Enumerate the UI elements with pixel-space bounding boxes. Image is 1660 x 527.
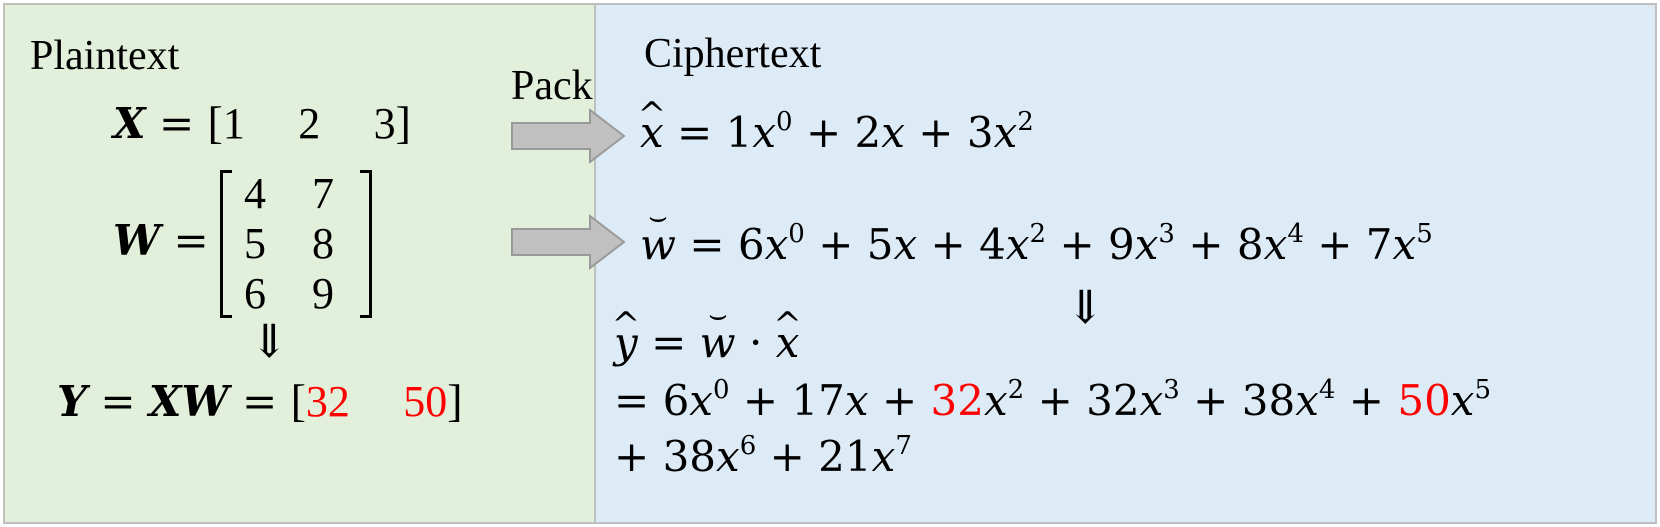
plus-sign: + bbox=[614, 432, 650, 481]
plus-sign: + bbox=[742, 376, 779, 425]
equals-sign: = bbox=[173, 216, 209, 265]
w-hat-polynomial: w = 6x0 + 5x + 4x2 + 9x3 + 8x4 + 7x5 bbox=[640, 221, 1433, 266]
exponent: 6 bbox=[739, 431, 757, 461]
coefficient: 6 bbox=[662, 376, 690, 425]
equals-sign: = bbox=[689, 220, 725, 269]
dot-operator: · bbox=[748, 318, 763, 367]
coefficient: 8 bbox=[1236, 220, 1264, 269]
x-symbol: X bbox=[113, 99, 146, 148]
coefficient: 6 bbox=[737, 220, 765, 269]
x-open-bracket: [ bbox=[207, 97, 223, 148]
y-close-bracket: ] bbox=[447, 375, 463, 426]
w-symbol: W bbox=[113, 216, 161, 265]
coefficient: 38 bbox=[662, 432, 717, 481]
coefficient: 2 bbox=[854, 108, 882, 157]
exponent: 2 bbox=[1007, 375, 1025, 405]
w-label: W = bbox=[113, 220, 209, 262]
matrix-cell: 4 bbox=[244, 169, 266, 218]
matrix-cell: 8 bbox=[312, 219, 334, 268]
xw-product: XW bbox=[148, 377, 229, 426]
plus-sign: + bbox=[769, 432, 805, 481]
exponent: 0 bbox=[788, 219, 805, 249]
coefficient: 4 bbox=[979, 220, 1006, 269]
y-symbol: Y bbox=[57, 377, 87, 426]
plus-sign: + bbox=[1193, 376, 1229, 425]
exponent: 4 bbox=[1318, 375, 1336, 405]
w-hat-symbol: w bbox=[640, 224, 676, 266]
coefficient: 21 bbox=[818, 432, 872, 481]
equals-sign: = bbox=[651, 318, 687, 367]
exponent: 2 bbox=[1017, 107, 1034, 137]
plus-sign: + bbox=[1037, 376, 1073, 425]
plus-sign: + bbox=[805, 108, 842, 157]
highlighted-coefficient: 32 bbox=[930, 376, 984, 425]
y-hat-symbol: y bbox=[614, 322, 638, 364]
exponent: 7 bbox=[895, 431, 912, 461]
result-line-1: = 6x0 + 17x + 32x2 + 32x3 + 38x4 + 50x5 bbox=[614, 375, 1492, 425]
matrix-right-bracket bbox=[360, 170, 372, 318]
equals-sign: = bbox=[677, 108, 713, 157]
plus-sign: + bbox=[930, 220, 966, 269]
exponent: 4 bbox=[1287, 219, 1304, 249]
equals-sign: = bbox=[100, 377, 136, 426]
equals-sign: = bbox=[614, 376, 650, 425]
x-value: 1 bbox=[222, 99, 245, 148]
plaintext-heading: Plaintext bbox=[30, 33, 180, 79]
coefficient: 5 bbox=[866, 220, 894, 269]
matrix-left-bracket bbox=[220, 170, 232, 318]
pack-arrow-icon bbox=[511, 214, 626, 270]
exponent: 0 bbox=[776, 107, 793, 137]
exponent: 3 bbox=[1158, 219, 1175, 249]
x-hat-symbol: x bbox=[640, 112, 664, 154]
ciphertext-panel bbox=[594, 5, 1655, 522]
plus-sign: + bbox=[818, 220, 854, 269]
plus-sign: + bbox=[1059, 220, 1095, 269]
result-line-2: + 38x6 + 21x7 bbox=[614, 431, 912, 481]
highlighted-coefficient: 50 bbox=[1397, 376, 1451, 425]
plus-sign: + bbox=[1317, 220, 1353, 269]
implies-arrow-icon: ⇓ bbox=[250, 314, 289, 368]
coefficient: 7 bbox=[1365, 220, 1393, 269]
x-hat-polynomial: x = 1x0 + 2x + 3x2 bbox=[640, 109, 1034, 154]
exponent: 0 bbox=[712, 375, 730, 405]
coefficient: 3 bbox=[966, 108, 994, 157]
y-value: 32 bbox=[305, 377, 350, 426]
coefficient: 1 bbox=[725, 108, 753, 157]
exponent: 5 bbox=[1416, 219, 1433, 249]
matrix-cell: 7 bbox=[312, 169, 334, 218]
plus-sign: + bbox=[881, 376, 918, 425]
plus-sign: + bbox=[918, 108, 954, 157]
pack-arrow-icon bbox=[511, 108, 626, 164]
y-open-bracket: [ bbox=[290, 375, 306, 426]
x-vector-equation: X = [1 2 3] bbox=[113, 100, 411, 146]
y-hat-definition: y = w · x bbox=[614, 322, 799, 364]
exponent: 2 bbox=[1029, 219, 1047, 249]
coefficient: 32 bbox=[1086, 376, 1140, 425]
plus-sign: + bbox=[1188, 220, 1224, 269]
equals-sign: = bbox=[242, 377, 278, 426]
plus-sign: + bbox=[1348, 376, 1384, 425]
coefficient: 38 bbox=[1241, 376, 1296, 425]
plaintext-panel bbox=[5, 5, 594, 522]
ciphertext-heading: Ciphertext bbox=[644, 31, 822, 77]
pack-label: Pack bbox=[511, 63, 593, 109]
w-matrix: 4 7 5 8 6 9 bbox=[220, 170, 372, 320]
matrix-cell: 6 bbox=[244, 269, 266, 318]
y-result-equation: Y = XW = [32 50] bbox=[57, 378, 463, 424]
equals-sign: = bbox=[158, 99, 195, 148]
matrix-cell: 5 bbox=[244, 219, 266, 268]
implies-arrow-icon: ⇓ bbox=[1066, 280, 1105, 334]
coefficient: 17 bbox=[791, 376, 845, 425]
x-value: 2 bbox=[298, 99, 321, 148]
exponent: 3 bbox=[1163, 375, 1180, 405]
matrix-cell: 9 bbox=[312, 269, 334, 318]
coefficient: 9 bbox=[1108, 220, 1135, 269]
w-hat-symbol: w bbox=[700, 322, 736, 364]
x-value: 3 bbox=[373, 99, 396, 148]
exponent: 5 bbox=[1474, 375, 1492, 405]
x-hat-symbol: x bbox=[776, 322, 800, 364]
x-close-bracket: ] bbox=[395, 97, 411, 148]
diagram-frame bbox=[3, 3, 1657, 524]
y-value: 50 bbox=[403, 377, 448, 426]
